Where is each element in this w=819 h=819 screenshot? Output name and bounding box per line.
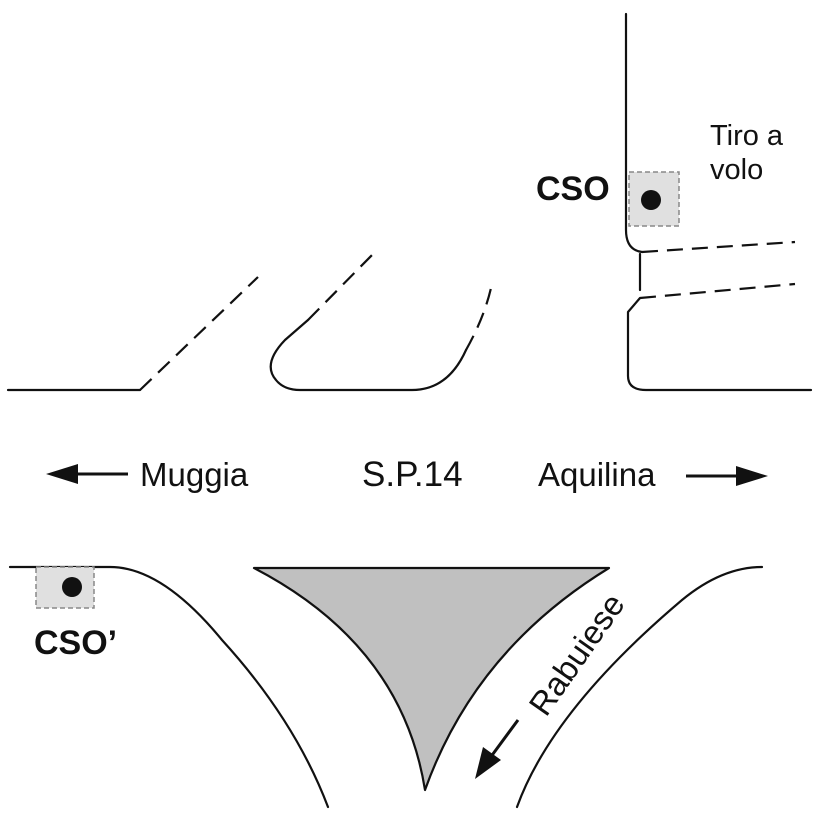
side-street-west-curb-upper <box>624 12 644 254</box>
side-street-lane-dashed-lower <box>639 282 796 300</box>
south-edge-east <box>515 565 764 809</box>
label-site-line2: volo <box>710 154 763 186</box>
label-station-cso: CSO <box>536 170 610 208</box>
side-street-west-curb-lower <box>626 296 813 392</box>
label-aquilina: Aquilina <box>538 456 656 493</box>
north-island-east-dashed <box>465 287 493 351</box>
south-edge-west <box>8 565 330 809</box>
station-cso-prime <box>35 566 95 609</box>
station-cso-prime-marker <box>62 577 82 597</box>
label-station-cso-prime: CSO’ <box>34 624 117 662</box>
label-road-name: S.P.14 <box>362 455 463 494</box>
north-edge-west-dashed <box>139 276 259 391</box>
arrow-to-muggia <box>46 464 128 484</box>
side-street-lane-dashed-upper <box>641 240 796 254</box>
label-site-line1: Tiro a <box>710 120 784 152</box>
north-island-west-dashed <box>307 251 376 321</box>
traffic-island <box>252 566 611 792</box>
north-island-curb <box>269 318 468 392</box>
label-muggia: Muggia <box>140 456 249 493</box>
station-cso-marker <box>641 190 661 210</box>
station-cso <box>628 171 680 227</box>
arrow-to-aquilina <box>686 466 768 486</box>
arrow-rabuiese <box>475 719 520 779</box>
